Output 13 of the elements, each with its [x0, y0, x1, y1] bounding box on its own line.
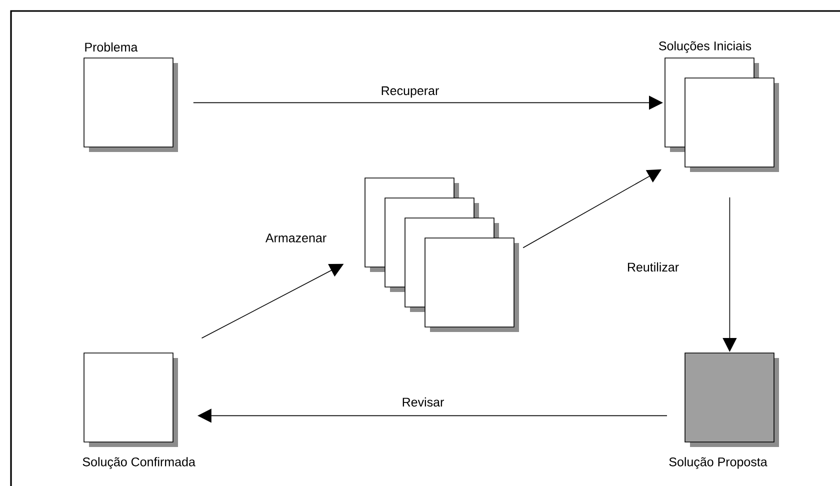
- node-label: Problema: [85, 42, 138, 52]
- process-box: Solução Proposta: [669, 352, 779, 469]
- edge-label: Reutilizar: [626, 261, 680, 273]
- edge-label: Revisar: [400, 396, 446, 408]
- node-label: Solução Proposta: [669, 457, 768, 469]
- edge-label: Armazenar: [264, 232, 328, 244]
- process-box: Problema: [84, 42, 178, 152]
- box-stack: [364, 178, 519, 332]
- edge-label: Recuperar: [380, 85, 440, 99]
- node-label: Soluções Iniciais: [659, 41, 752, 53]
- process-box: Solução Confirmada: [82, 352, 196, 469]
- node-label: Solução Confirmada: [82, 457, 196, 469]
- box-stack: Soluções Iniciais: [659, 41, 779, 172]
